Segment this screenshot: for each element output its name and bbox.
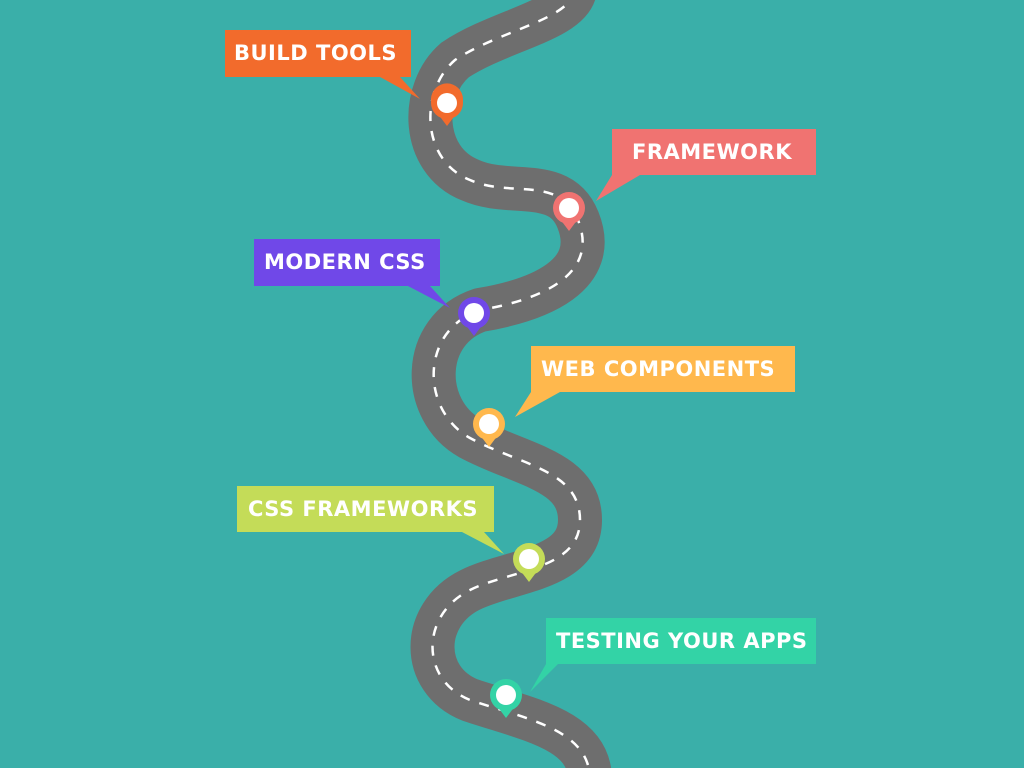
callout-bubble bbox=[225, 30, 420, 99]
milestone-label: CSS FRAMEWORKS bbox=[248, 497, 479, 521]
callout-bubble bbox=[254, 239, 450, 308]
map-pin-icon bbox=[473, 408, 505, 447]
milestone-label: MODERN CSS bbox=[264, 250, 426, 274]
map-pin-icon bbox=[431, 83, 463, 126]
milestone-label: TESTING YOUR APPS bbox=[556, 629, 808, 653]
map-pin-icon bbox=[513, 543, 545, 582]
road-lane-marking bbox=[429, 0, 590, 768]
map-pin-icon bbox=[490, 679, 522, 718]
map-pin-icon bbox=[553, 192, 585, 231]
callout-bubble bbox=[530, 618, 816, 692]
map-pin-icon bbox=[458, 297, 490, 336]
callout-bubble bbox=[515, 346, 795, 417]
milestone-label: BUILD TOOLS bbox=[234, 41, 398, 65]
milestone-label: WEB COMPONENTS bbox=[541, 357, 776, 381]
milestone-label: FRAMEWORK bbox=[632, 140, 792, 164]
callout-bubble bbox=[237, 486, 504, 554]
callout-bubble bbox=[596, 129, 816, 201]
